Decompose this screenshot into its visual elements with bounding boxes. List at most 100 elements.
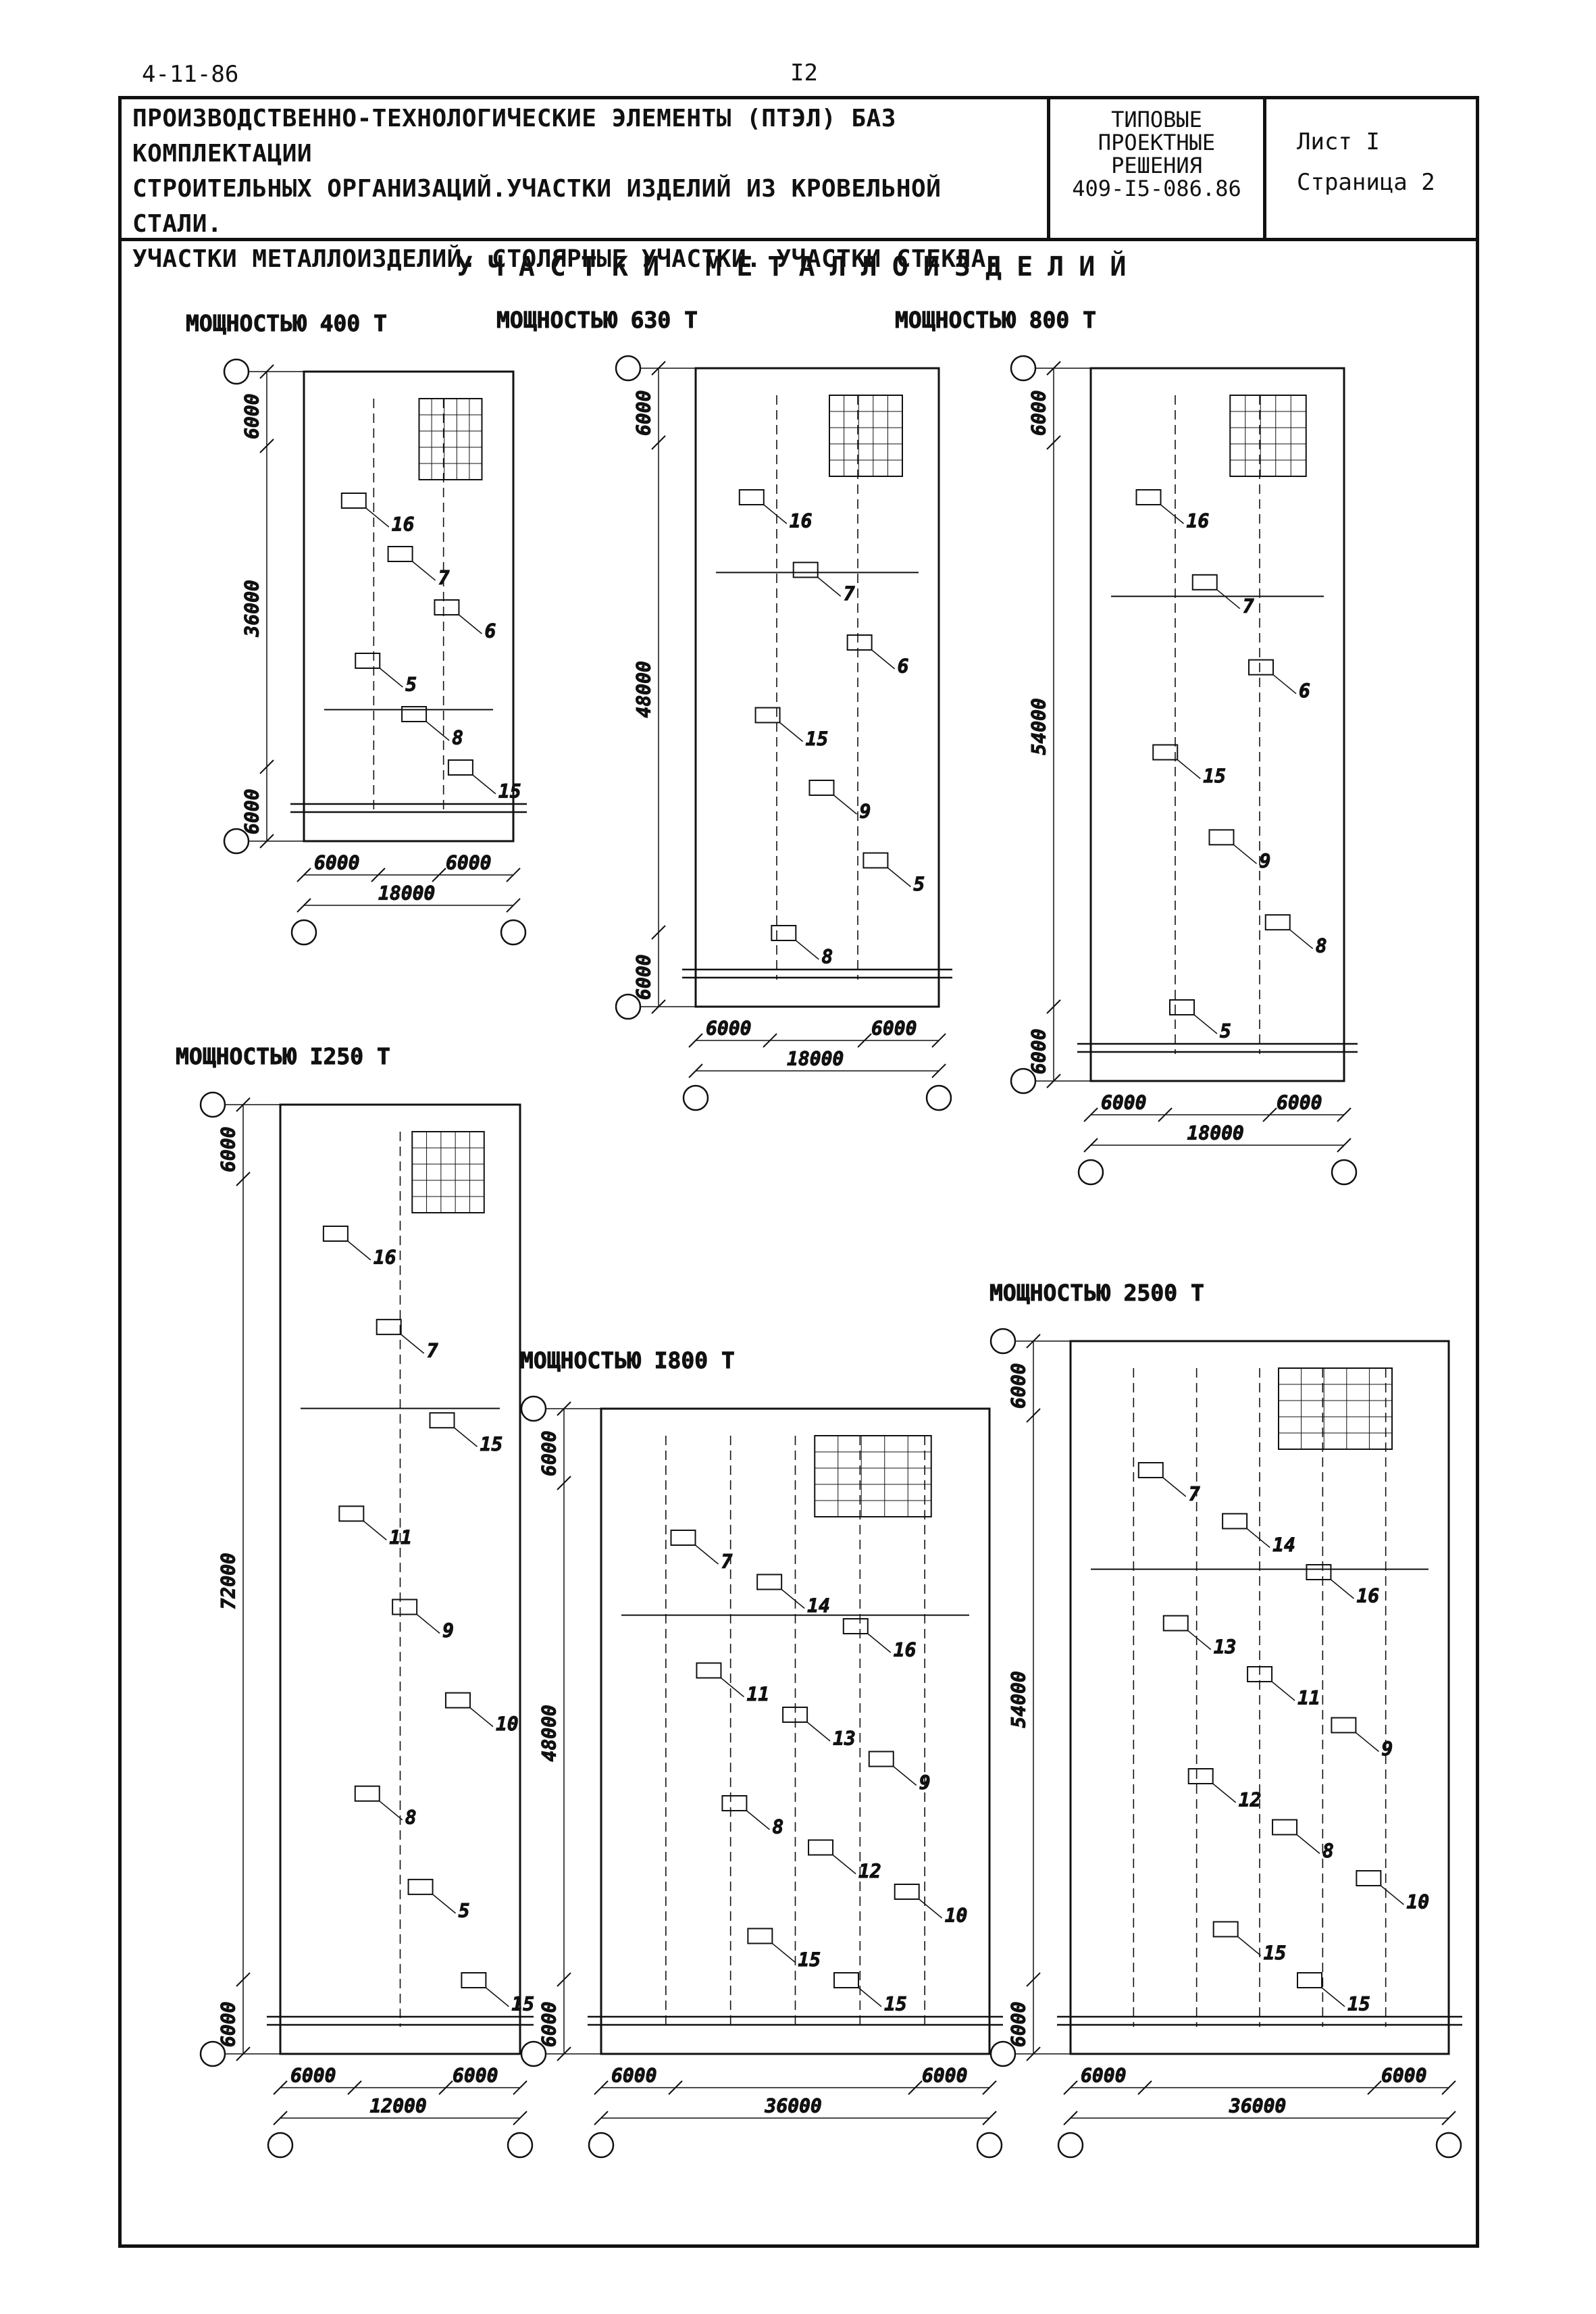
dimension-tick [857,1033,872,1048]
dimension-tick [513,2080,527,2095]
axis-bubble [500,919,527,946]
dimension-tick [371,867,386,882]
dimension-tick [688,1033,703,1048]
dimension-tick [259,364,274,379]
equipment-symbol [868,1751,894,1767]
dimension-bottom: 6000 [217,2002,240,2047]
leader-line [454,1427,478,1447]
axis-bubble [1057,2132,1084,2159]
leader-line [401,1334,425,1354]
building-outline [279,1103,521,2055]
leader-line [1160,504,1184,524]
plan-caption: МОЩНОСТЬЮ I250 Т [176,1043,390,1070]
equipment-label: 15 [511,1993,534,2015]
leader-line [347,1240,371,1261]
dimension-left-bay: 6000 [706,1017,751,1040]
equipment-symbol [387,546,413,562]
plan-caption: МОЩНОСТЬЮ I800 Т [520,1347,735,1374]
leader-line [779,722,804,743]
dimension-tick [651,435,666,450]
dimension-tick [1137,2080,1152,2095]
equipment-symbol [846,634,873,651]
equipment-label: 15 [1203,765,1226,788]
leader-line [416,1613,440,1634]
equipment-symbol [747,1928,773,1944]
dimension-tick [236,2046,251,2061]
leader-line [1212,1783,1237,1803]
equipment-symbol [1135,489,1162,505]
equipment-symbol [1247,1666,1273,1682]
dimension-left-bay: 6000 [1081,2065,1126,2087]
dimension-tick [651,361,666,376]
equipment-label: 11 [389,1526,412,1549]
equipment-label: 11 [1297,1687,1320,1709]
plan-caption: МОЩНОСТЬЮ 800 Т [895,307,1096,333]
title-line-2: СТРОИТЕЛЬНЫХ ОРГАНИЗАЦИЙ.УЧАСТКИ ИЗДЕЛИЙ… [132,175,942,238]
equipment-symbol [1356,1870,1382,1886]
equipment-label: 7 [1243,595,1254,618]
drawing-frame [118,238,1479,2248]
equipment-label: 12 [1239,1789,1262,1811]
axis-bubble [925,1084,952,1111]
plan-caption: МОЩНОСТЬЮ 400 Т [186,310,387,336]
dimension-right-bay: 6000 [1381,2065,1426,2087]
building-outline [694,367,940,1008]
leader-line [458,614,482,634]
dimension-bottom: 6000 [538,2002,561,2047]
equipment-label: 9 [859,801,871,823]
dimension-tick [506,867,521,882]
leader-line [806,1721,831,1742]
equipment-symbol [322,1226,349,1242]
dimension-width: 18000 [378,882,435,905]
axis-bubble [1010,355,1037,382]
sheet-label: Лист I [1297,128,1380,155]
floor-plan-2 [615,355,952,1111]
leader-line [720,1677,744,1698]
leader-line [379,1801,403,1821]
equipment-label: 8 [1316,935,1327,957]
leader-line [365,507,390,528]
equipment-label: 15 [806,728,829,751]
equipment-symbol [1331,1717,1357,1734]
floor-plan-3 [1010,355,1358,1186]
equipment-symbol [1169,999,1195,1015]
series-designation: ТИПОВЫЕ ПРОЕКТНЫЕ РЕШЕНИЯ 409-I5-086.86 [1054,108,1260,200]
leader-line [833,795,857,815]
dimension-tick [438,2080,453,2095]
equipment-label: 15 [480,1433,503,1455]
equipment-symbol [444,1692,471,1709]
dimension-tick [908,2080,923,2095]
leader-line [817,576,842,597]
equipment-label: 16 [894,1639,917,1661]
dimension-tick [594,2080,609,2095]
leader-line [1233,844,1257,864]
equipment-symbol [894,1884,920,1900]
dimension-tick [1262,1107,1277,1122]
equipment-label: 10 [496,1713,519,1736]
equipment-symbol [808,1839,834,1856]
equipment-symbol [1191,574,1218,590]
equipment-label: 13 [833,1728,856,1750]
equipment-symbol [338,1505,365,1522]
axis-bubble [290,919,317,946]
dimension-width: 18000 [787,1048,844,1070]
dimension-tick [1046,435,1061,450]
dimension-tick [763,1033,777,1048]
leader-line [1289,929,1314,949]
leader-line [858,1987,882,2007]
equipment-symbol [721,1795,748,1811]
dimension-tick [432,867,446,882]
dimension-tick [1083,1138,1098,1153]
equipment-label: 14 [1272,1534,1295,1557]
dimension-tick [513,2111,527,2126]
dimension-bottom: 6000 [633,955,655,1000]
plan-caption: МОЩНОСТЬЮ 630 Т [496,307,698,333]
leader-line [1216,589,1241,609]
dimension-right-bay: 6000 [871,1017,917,1040]
equipment-symbol [756,1574,783,1590]
equipment-label: 6 [484,620,496,643]
equipment-symbol [863,852,889,869]
dimension-top: 6000 [633,391,655,436]
series-line-1: ТИПОВЫЕ [1111,107,1202,132]
